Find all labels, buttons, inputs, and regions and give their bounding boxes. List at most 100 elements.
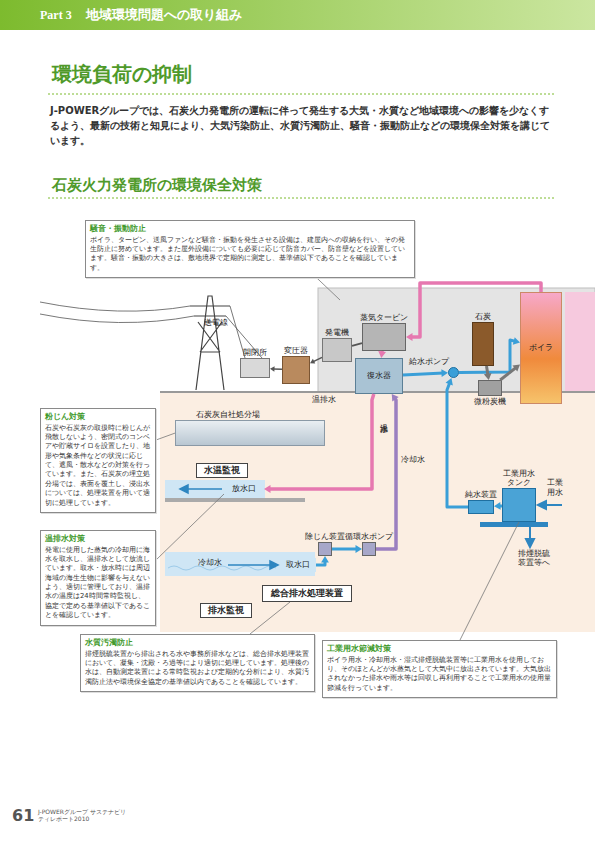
section-heading: 地域環境問題への取り組み [86,7,242,23]
site-ground [160,392,595,632]
arrow-head [310,359,315,364]
callout-body: ボイラ用水・冷却用水・湿式排煙脱硫装置等に工業用水を使用しており、そのほとんどが… [327,656,552,694]
equipment-label: 取水口 [286,560,310,569]
arrow-head [356,545,363,553]
leader-lines [156,262,519,640]
callout-body: 石炭や石炭灰の取扱時に粉じんが飛散しないよう、密閉式のコンベアや貯蔵サイロを設置… [45,424,151,508]
pipe-line [376,398,396,549]
page-title: 環境負荷の抑制 [52,62,192,86]
arrow-head [512,364,520,371]
callout-body: ボイラ、タービン、送風ファンなど騒音・振動を発生させる設備は、建屋内への収納を行… [90,236,410,274]
inflow-arrow [228,564,272,566]
pipe-connector [459,337,520,372]
tower-frame [190,296,230,390]
wire [40,302,190,311]
equipment-label: 発電機 [325,328,349,337]
pipe-line [269,394,374,489]
pipe-line [499,504,503,507]
pipe-connector [352,343,362,346]
steam-turbine: 蒸気タービン [362,323,406,351]
equipment-label: 総合排水処理装置 [271,589,343,599]
callout-heading: 騒音・振動防止 [90,224,410,234]
callout-heading: 温排水対策 [45,534,151,544]
pipe-connector [332,545,362,553]
wastewater-plant: 総合排水処理装置 [262,585,352,602]
equipment-label: 給水ポンプ [409,357,449,366]
callout-box: 工業用水節減対策ボイラ用水・冷却用水・湿式排煙脱硫装置等に工業用水を使用しており… [322,640,557,698]
circulation-pump: 循環水ポンプ [362,542,376,556]
pipe-connector [446,378,468,507]
arrow-head [378,351,386,358]
pipe-connector [310,357,322,363]
equipment-label: 開閉所 [243,348,267,357]
quay-wall [165,498,305,502]
equipment-label: 工業用水タンク [501,469,537,487]
equipment-label: 排水監視 [208,606,244,616]
arrow-head [526,539,534,547]
arrow-head [270,561,278,569]
callout-heading: 工業用水節減対策 [327,644,552,654]
pipe-line [313,357,322,362]
callout-heading: 粉じん対策 [45,412,151,422]
title-rule [48,94,555,95]
pipe-connector [406,283,541,341]
header-band [0,0,595,30]
arrow-head [270,366,275,371]
equipment-label: 放水口 [232,484,256,493]
pipe-line [459,340,516,373]
pipe-connector [500,364,520,380]
arrow-head [484,373,492,380]
equipment-label: 微粉炭機 [474,397,506,406]
pipe-line [403,373,444,375]
equipment-label: 水温監視 [204,466,240,476]
part-number: Part 3 [40,8,72,22]
pipe-line [316,561,325,566]
monitor-box: 水温監視 [196,463,248,478]
pipe-line [500,367,516,380]
pipe-connector [316,556,329,565]
wave-line [168,566,276,570]
pipe-line [352,343,362,346]
switchyard: 開閉所 [240,358,270,378]
pipe-line [273,368,282,370]
equipment-label: ボイラ [529,343,553,352]
equipment-label: 変圧器 [284,346,308,355]
leader-line [156,494,224,560]
footer-text: J-POWERグループ サステナビリティレポート2010 [38,808,128,822]
intake: 取水口 [280,558,316,572]
outflow-arrow [186,488,222,490]
boiler-duct [565,292,595,392]
flow-label: 工業用水 [547,478,567,497]
equipment-label: 循環水ポンプ [345,532,393,541]
flow-label: 冷却水 [401,455,425,465]
equipment-label: 石炭 [475,312,491,321]
generator: 発電機 [322,338,352,362]
callout-body: 発電に使用した蒸気の冷却用に海水を取水し、温排水として放流しています。取水・放水… [45,546,151,621]
callout-box: 粉じん対策石炭や石炭灰の取扱時に粉じんが飛散しないよう、密閉式のコンベアや貯蔵サ… [40,408,156,513]
callout-box: 水質汚濁防止排煙脱硫装置から排出される水や事務所排水などは、総合排水処理装置にお… [80,634,315,692]
demineralizer: 純水装置 [468,500,494,514]
arrow-head [446,378,453,385]
subtitle-rule [48,198,555,199]
pipe-connector [264,394,374,493]
callout-box: 温排水対策発電に使用した蒸気の冷却用に海水を取水し、温排水として放流しています。… [40,530,156,626]
equipment-label: 復水器 [367,371,391,380]
callout-heading: 水質汚濁防止 [85,638,310,648]
arrow-head [513,337,520,345]
arrow-head [264,485,271,493]
equipment-label: 純水装置 [465,490,497,499]
leader-line [250,602,290,634]
equipment-label: 石炭灰自社処分場 [196,410,260,419]
outfall-channel [165,480,265,498]
equipment-label: 除じん装置 [305,532,345,541]
coal-hopper: 石炭 [472,322,494,366]
transmission-tower [190,296,230,390]
subheading: 石炭火力発電所の環境保全対策 [52,176,262,194]
arrow-head [321,556,329,563]
flow-label: 冷却水 [198,558,222,568]
pipe-connector [484,366,492,380]
page-number: 61 [12,806,34,825]
callout-body: 排煙脱硫装置から排出される水や事務所排水などは、総合排水処理装置において、凝集・… [85,650,310,688]
pipe-connector [376,394,399,549]
arrow-head [494,502,501,510]
